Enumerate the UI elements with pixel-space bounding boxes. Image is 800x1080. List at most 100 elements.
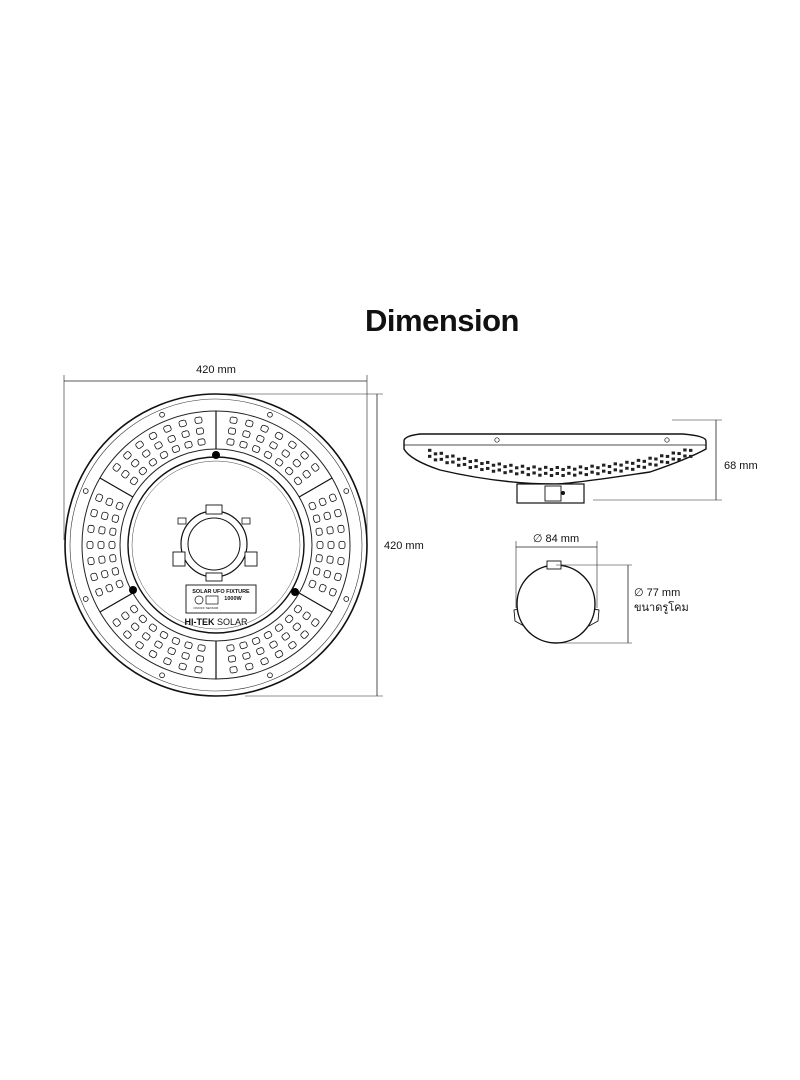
led-chip: [312, 567, 321, 576]
top-view: 420 mm 420 mm: [63, 364, 424, 697]
side-led-chip: [596, 466, 600, 470]
led-chip: [148, 458, 158, 467]
led-chip: [138, 466, 148, 476]
led-chip: [338, 541, 346, 549]
led-chip: [229, 416, 238, 424]
side-led-chip: [573, 467, 577, 471]
led-chip: [123, 630, 132, 639]
led-chip: [284, 466, 294, 476]
led-chip: [121, 470, 130, 479]
side-led-chip: [457, 463, 461, 467]
led-chip: [242, 652, 251, 660]
led-chip: [281, 632, 290, 641]
side-collar-screw: [561, 491, 565, 495]
led-chip: [154, 441, 163, 450]
led-chip: [288, 641, 297, 650]
led-chip: [312, 514, 321, 523]
height-label: 420 mm: [384, 540, 424, 552]
led-chip: [281, 449, 290, 458]
side-led-chip: [654, 457, 658, 461]
side-led-chip: [462, 456, 467, 460]
led-chip: [300, 451, 309, 460]
side-led-chip: [613, 468, 617, 472]
switch-icon: [194, 595, 204, 605]
led-chip: [111, 514, 120, 523]
led-chip: [178, 419, 187, 428]
side-led-chip: [532, 471, 536, 475]
side-led-chip: [433, 452, 438, 456]
led-chip: [194, 416, 203, 424]
led-chip: [108, 541, 116, 549]
led-chip: [97, 541, 105, 549]
mounting-collar-top: [172, 504, 258, 582]
led-chip: [229, 666, 238, 674]
width-label: 420 mm: [196, 364, 236, 376]
side-led-chip: [648, 456, 652, 460]
side-led-chip: [451, 454, 455, 458]
led-chip: [148, 623, 158, 632]
led-chip: [171, 445, 181, 453]
led-chip: [315, 527, 323, 536]
led-chip: [195, 427, 205, 435]
side-led-chip: [538, 467, 542, 471]
led-chip: [300, 630, 309, 639]
led-chip: [308, 579, 317, 589]
led-chip: [123, 451, 132, 460]
side-led-chip: [520, 464, 525, 468]
led-chip: [323, 570, 331, 579]
led-chip: [269, 441, 278, 450]
led-chip: [260, 424, 269, 433]
led-chip: [111, 567, 120, 576]
led-module-divider: [99, 592, 134, 613]
side-led-chip: [636, 458, 641, 462]
side-led-chip: [631, 461, 635, 465]
led-chip: [284, 614, 294, 624]
label-wattage: 1000W: [224, 596, 242, 602]
led-chip: [334, 508, 342, 518]
led-chip: [263, 450, 273, 459]
side-led-chip: [613, 462, 617, 466]
led-chip: [105, 583, 114, 593]
led-chip: [274, 431, 284, 440]
brand-light: SOLAR: [217, 617, 248, 627]
side-led-chip: [480, 462, 484, 466]
mount-tab-left: [513, 608, 525, 627]
led-chip: [181, 430, 190, 438]
rim-screw: [82, 596, 89, 602]
led-chip: [274, 650, 284, 659]
rim-screw: [343, 596, 350, 602]
side-led-chip: [648, 462, 652, 466]
led-module-divider: [99, 477, 134, 498]
led-chip: [327, 541, 335, 549]
side-led-chip: [549, 473, 554, 477]
side-screw-left: [494, 437, 500, 443]
side-led-chip: [428, 454, 432, 458]
label-heading: SOLAR UFO FIXTURE: [192, 589, 250, 595]
side-led-chip: [578, 471, 583, 475]
led-chip: [90, 572, 98, 582]
side-led-chip: [660, 460, 664, 464]
side-led-chip: [503, 465, 507, 469]
led-chip: [184, 440, 193, 449]
side-led-chip: [544, 471, 548, 475]
led-chip: [194, 666, 203, 674]
led-chip: [269, 640, 278, 649]
side-led-chip: [474, 459, 478, 463]
led-chip: [101, 570, 109, 579]
led-chip: [245, 662, 254, 671]
led-chip: [311, 618, 320, 627]
side-led-chip: [607, 471, 612, 475]
rim-screw: [343, 488, 350, 494]
led-modules: [86, 411, 346, 679]
side-led-chip: [439, 451, 443, 455]
side-led-chip: [590, 470, 594, 474]
led-chip: [95, 588, 104, 597]
side-led-chip: [671, 457, 675, 461]
rim-screw: [159, 672, 165, 679]
led-module-divider: [298, 477, 333, 498]
side-led-chip: [468, 460, 472, 464]
side-led-chip: [677, 452, 681, 456]
side-led-chip: [625, 460, 629, 464]
mount-hole-top: [212, 451, 220, 459]
led-chip: [148, 650, 158, 659]
